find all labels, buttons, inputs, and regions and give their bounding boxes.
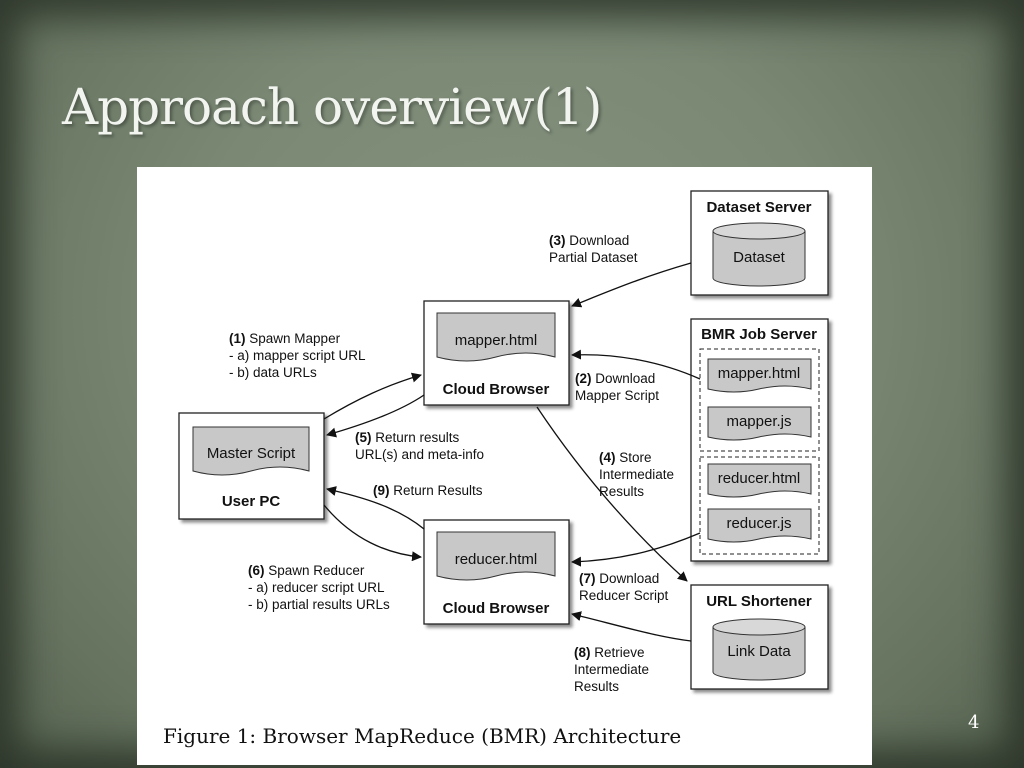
dataset-server-title: Dataset Server — [706, 199, 811, 216]
svg-text:Reducer Script: Reducer Script — [579, 588, 669, 603]
edge-5-arrow — [326, 394, 425, 438]
edge-7-arrow — [571, 532, 701, 567]
url-shortener-node: URL Shortener Link Data — [690, 584, 829, 690]
svg-text:URL(s) and meta-info: URL(s) and meta-info — [355, 447, 484, 462]
edge-5-label: (5) Return results URL(s) and meta-info — [355, 430, 484, 462]
edge-2-label: (2) Download Mapper Script — [575, 371, 659, 403]
edge-3-arrow — [571, 262, 692, 308]
edge-7-label: (7) Download Reducer Script — [579, 571, 669, 603]
edge-1-label: (1) Spawn Mapper - a) mapper script URL … — [229, 331, 366, 380]
cloud-browser-mapper-node: mapper.html Cloud Browser — [423, 300, 570, 406]
link-data-cylinder-icon — [712, 618, 806, 681]
edge-6-label: (6) Spawn Reducer - a) reducer script UR… — [248, 563, 390, 612]
master-script-doc: Master Script — [192, 426, 310, 476]
job-reducer-html-label: reducer.html — [718, 470, 801, 487]
edge-9-arrow — [326, 486, 425, 530]
dataset-label: Dataset — [733, 249, 786, 266]
svg-text:(7) Download: (7) Download — [579, 571, 659, 586]
figure-caption: Figure 1: Browser MapReduce (BMR) Archit… — [163, 724, 681, 748]
svg-text:(2) Download: (2) Download — [575, 371, 655, 386]
user-pc-title: User PC — [222, 493, 281, 510]
cloud-browser-reducer-node: reducer.html Cloud Browser — [423, 519, 570, 625]
svg-text:(1) Spawn Mapper: (1) Spawn Mapper — [229, 331, 341, 346]
edge-6-arrow — [323, 504, 422, 562]
svg-text:Results: Results — [599, 484, 644, 499]
svg-text:Intermediate: Intermediate — [574, 662, 649, 677]
job-mapper-js-label: mapper.js — [726, 413, 791, 430]
svg-text:(3) Download: (3) Download — [549, 233, 629, 248]
mapper-files-group — [699, 348, 820, 452]
svg-text:Intermediate: Intermediate — [599, 467, 674, 482]
svg-text:- b) partial results URLs: - b) partial results URLs — [248, 597, 390, 612]
svg-text:Results: Results — [574, 679, 619, 694]
cloud-browser-reducer-title: Cloud Browser — [443, 600, 550, 617]
dataset-server-node: Dataset Server Dataset — [690, 190, 829, 296]
user-pc-node: Master Script User PC — [178, 412, 325, 520]
svg-text:Partial Dataset: Partial Dataset — [549, 250, 638, 265]
master-script-label: Master Script — [207, 445, 296, 462]
svg-text:- b) data URLs: - b) data URLs — [229, 365, 317, 380]
slide-title: Approach overview(1) — [62, 78, 602, 136]
page-number: 4 — [968, 712, 980, 733]
link-data-label: Link Data — [727, 643, 791, 660]
svg-text:(9) Return Results: (9) Return Results — [373, 483, 483, 498]
edge-8-arrow — [571, 611, 692, 642]
dataset-cylinder-icon — [712, 222, 806, 287]
edge-4-arrow — [536, 406, 688, 582]
svg-text:- a) mapper script URL: - a) mapper script URL — [229, 348, 366, 363]
bmr-job-server-node: BMR Job Server mapper.html mapper.js red… — [690, 318, 829, 562]
job-mapper-html-label: mapper.html — [718, 365, 801, 382]
svg-text:(8) Retrieve: (8) Retrieve — [574, 645, 645, 660]
edge-3-label: (3) Download Partial Dataset — [549, 233, 638, 265]
svg-text:- a) reducer script URL: - a) reducer script URL — [248, 580, 385, 595]
architecture-figure: Master Script User PC mapper.html Cloud … — [137, 167, 872, 765]
svg-text:(5) Return results: (5) Return results — [355, 430, 460, 445]
cloud-browser-mapper-title: Cloud Browser — [443, 381, 550, 398]
bmr-job-server-title: BMR Job Server — [701, 326, 817, 343]
edge-9-label: (9) Return Results — [373, 483, 483, 498]
svg-text:(4) Store: (4) Store — [599, 450, 652, 465]
svg-text:(6) Spawn Reducer: (6) Spawn Reducer — [248, 563, 365, 578]
edge-2-arrow — [571, 349, 701, 380]
edge-8-label: (8) Retrieve Intermediate Results — [574, 645, 649, 694]
svg-text:Mapper Script: Mapper Script — [575, 388, 659, 403]
url-shortener-title: URL Shortener — [706, 593, 812, 610]
edge-4-label: (4) Store Intermediate Results — [599, 450, 674, 499]
architecture-diagram: Master Script User PC mapper.html Cloud … — [163, 190, 829, 748]
reducer-html-label: reducer.html — [455, 551, 538, 568]
edges — [323, 262, 701, 642]
mapper-html-label: mapper.html — [455, 332, 538, 349]
reducer-files-group — [699, 456, 820, 555]
edge-1-arrow — [323, 372, 422, 420]
job-reducer-js-label: reducer.js — [726, 515, 791, 532]
